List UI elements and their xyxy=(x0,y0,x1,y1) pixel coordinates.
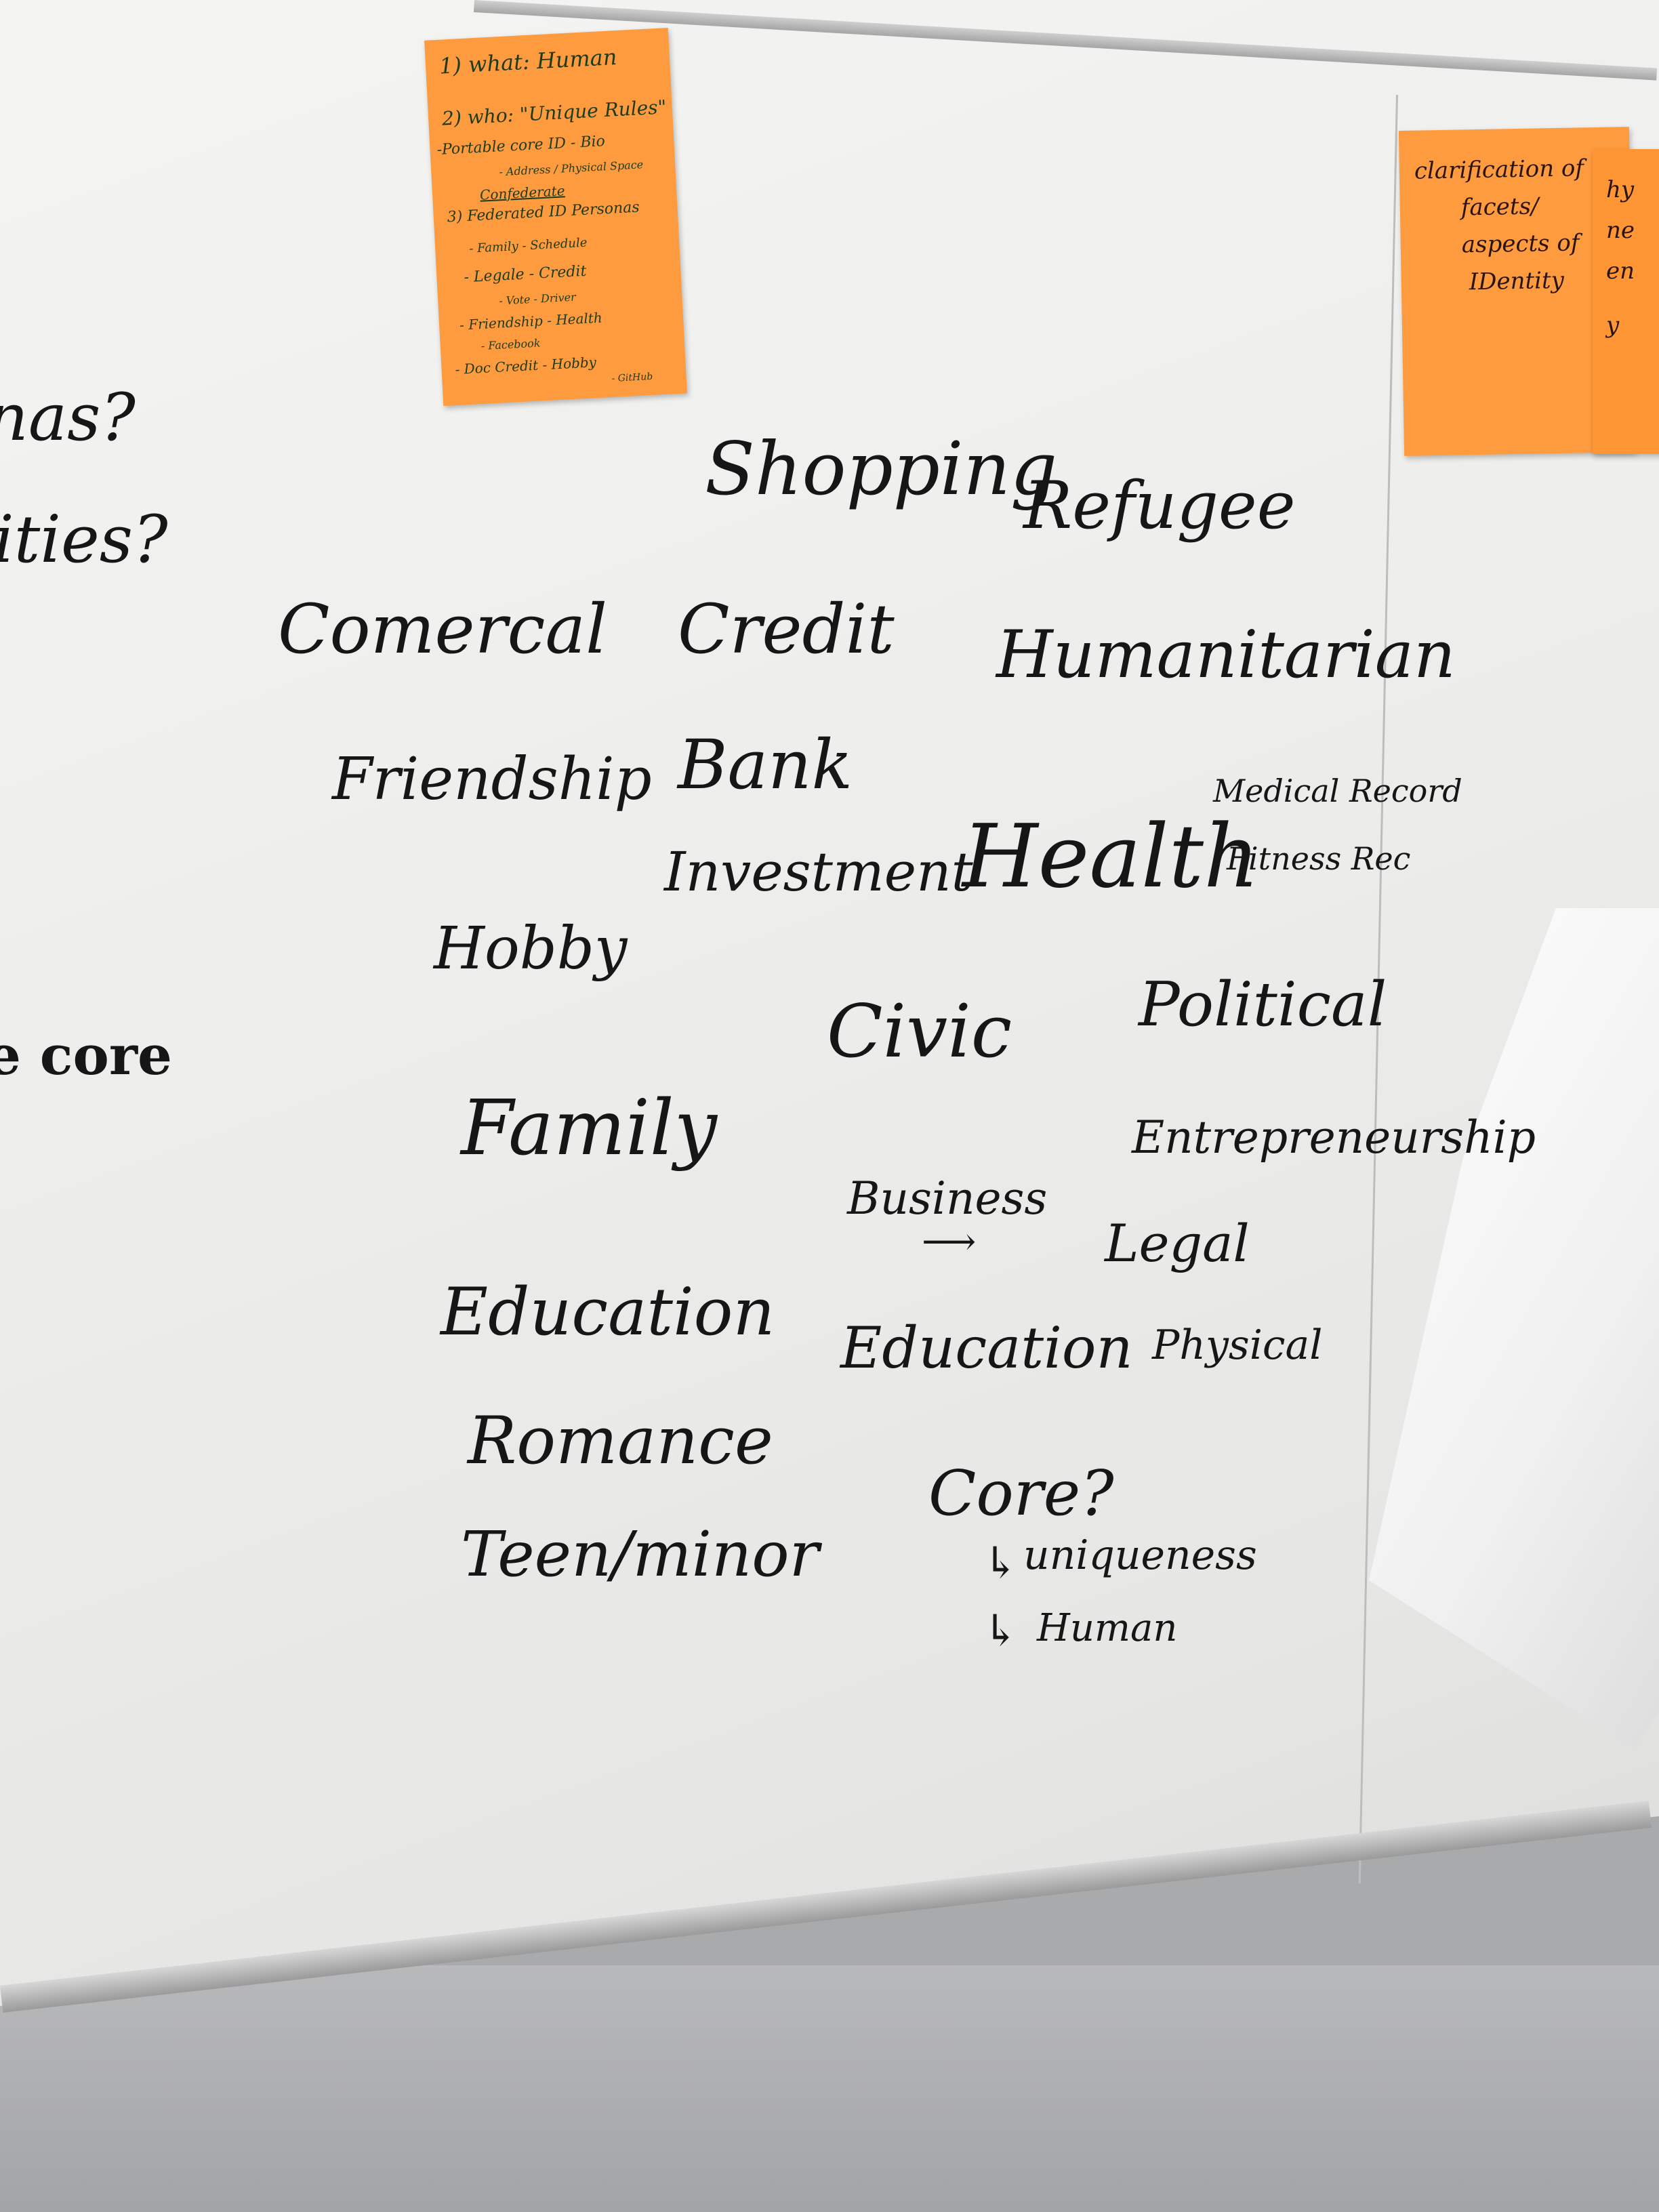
board-fragment: e core xyxy=(0,1023,172,1087)
word-hobby: Hobby xyxy=(434,915,628,983)
sticky-line: - Vote - Driver xyxy=(498,290,577,308)
sticky-line: y xyxy=(1606,312,1620,339)
sticky-line: facets/ xyxy=(1460,192,1539,222)
sticky-line: - Legale - Credit xyxy=(463,262,587,287)
word-education-left: Education xyxy=(441,1274,775,1350)
word-refugee: Refugee xyxy=(1023,468,1296,544)
wall xyxy=(0,1965,1659,2212)
word-credit: Credit xyxy=(678,590,895,669)
word-business: Business xyxy=(847,1172,1048,1225)
arrow-icon: ↳ xyxy=(983,1538,1019,1589)
sticky-note-identity-outline: 1) what: Human 2) who: "Unique Rules" -P… xyxy=(424,27,687,407)
sticky-line: -Portable core ID - Bio xyxy=(436,133,606,159)
sticky-line: - Doc Credit - Hobby xyxy=(454,354,597,378)
word-uniqueness: uniqueness xyxy=(1023,1532,1257,1579)
arrow-icon: ↳ xyxy=(983,1606,1019,1656)
word-civic: Civic xyxy=(827,989,1012,1074)
sticky-line: ne xyxy=(1606,217,1635,244)
sticky-line: - Facebook xyxy=(480,336,541,353)
word-teen-minor: Teen/minor xyxy=(461,1518,819,1591)
word-health: Health xyxy=(962,806,1260,907)
sticky-line: clarification of xyxy=(1414,155,1584,185)
board-fragment: nas? xyxy=(0,380,136,455)
word-family: Family xyxy=(461,1084,717,1172)
word-comercial: Comercal xyxy=(278,590,608,669)
word-medical-record: Medical Record xyxy=(1213,773,1462,809)
word-human: Human xyxy=(1037,1606,1178,1650)
word-fitness-rec: Fitness Rec xyxy=(1227,840,1411,877)
board-fragment: ities? xyxy=(0,501,168,577)
word-friendship: Friendship xyxy=(332,745,652,813)
arrow-icon: ⟶ xyxy=(922,1220,977,1264)
sticky-line: en xyxy=(1606,258,1635,285)
sticky-line: hy xyxy=(1606,176,1635,203)
word-bank: Bank xyxy=(678,725,853,804)
sticky-line: - Family - Schedule xyxy=(468,235,588,256)
sticky-line: - Friendship - Health xyxy=(459,309,603,333)
sticky-line: IDentity xyxy=(1469,266,1565,296)
whiteboard xyxy=(0,0,1659,2006)
sticky-line: - Address / Physical Space xyxy=(498,158,644,179)
sticky-line: 1) what: Human xyxy=(438,43,618,79)
word-humanitarian: Humanitarian xyxy=(996,617,1456,693)
word-legal: Legal xyxy=(1105,1213,1250,1273)
word-entrepreneurship: Entrepreneurship xyxy=(1132,1111,1536,1164)
word-core: Core? xyxy=(928,1457,1114,1530)
sticky-line: Confederate xyxy=(479,182,566,203)
sticky-note-partial: hy ne en y xyxy=(1593,149,1659,454)
word-education-right: Education xyxy=(840,1315,1133,1381)
word-investment: Investment xyxy=(664,840,973,903)
sticky-line: - GitHub xyxy=(611,371,653,384)
sticky-line: aspects of xyxy=(1461,229,1580,259)
word-shopping: Shopping xyxy=(705,427,1058,512)
sticky-line: 2) who: "Unique Rules" xyxy=(441,96,668,130)
word-romance: Romance xyxy=(468,1403,773,1479)
sticky-line: 3) Federated ID Personas xyxy=(447,199,640,226)
word-physical: Physical xyxy=(1152,1322,1323,1369)
word-political: Political xyxy=(1139,969,1387,1040)
